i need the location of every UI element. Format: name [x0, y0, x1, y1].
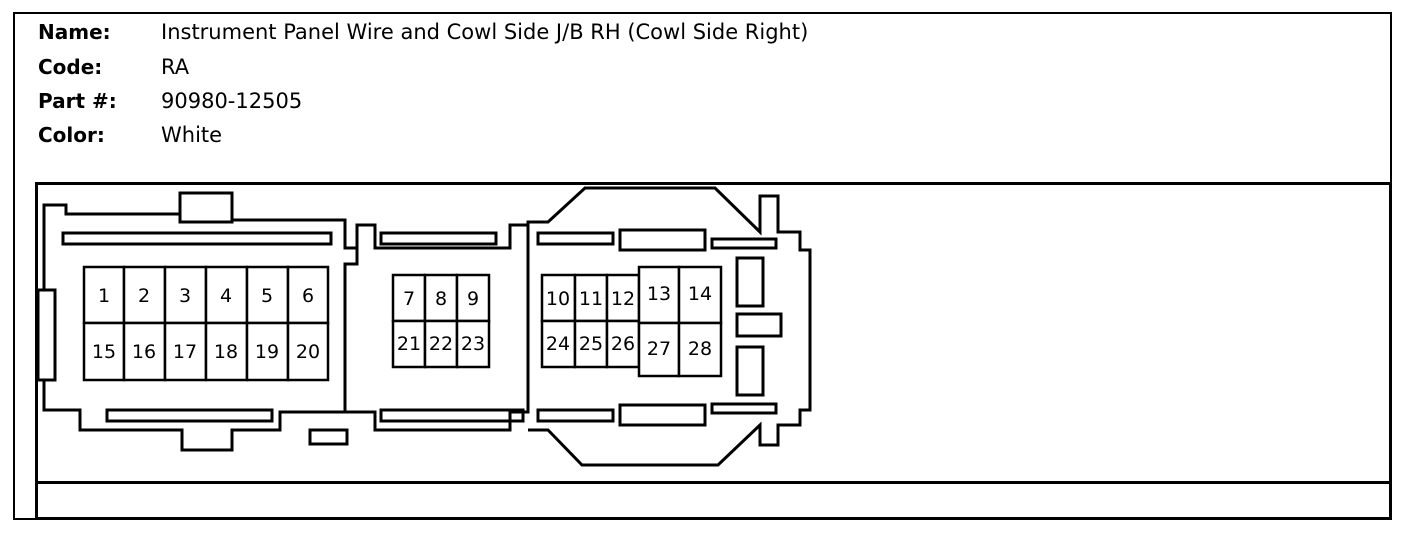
latch-bottom-left: [308, 428, 349, 446]
slot-top-right: [536, 231, 615, 246]
pin-cell-28: [677, 321, 723, 378]
key-bottom: [735, 345, 765, 397]
color-value: White: [161, 123, 223, 147]
code-label: Code:: [38, 55, 103, 79]
code-value: RA: [161, 55, 190, 79]
pin-label-4: 4: [220, 285, 232, 307]
pin-cell-4: [204, 265, 249, 325]
color-label: Color:: [38, 123, 105, 147]
pin-label-12: 12: [611, 288, 635, 310]
pin-label-27: 27: [647, 338, 671, 360]
slot-bottom-left: [105, 408, 274, 423]
key-mid: [735, 312, 783, 338]
pin-cell-7: [391, 273, 427, 323]
pin-label-16: 16: [132, 341, 156, 363]
pin-label-6: 6: [302, 285, 314, 307]
right-section: [526, 186, 812, 467]
pin-cell-24: [540, 319, 577, 369]
pin-label-8: 8: [435, 288, 447, 310]
pin-cell-22: [423, 319, 459, 369]
slot-top-left: [61, 231, 333, 246]
left-notch: [44, 288, 57, 382]
part-value: 90980-12505: [161, 89, 303, 113]
pin-cell-13: [637, 265, 681, 325]
pin-label-7: 7: [403, 288, 415, 310]
pin-label-5: 5: [261, 285, 273, 307]
pin-label-14: 14: [688, 283, 712, 305]
pin-label-9: 9: [467, 288, 479, 310]
pin-label-2: 2: [138, 285, 150, 307]
pin-label-24: 24: [546, 333, 570, 355]
pin-label-10: 10: [546, 288, 570, 310]
name-label: Name:: [38, 20, 111, 44]
slot-top-far: [710, 237, 778, 250]
pin-cell-27: [637, 321, 681, 378]
key-top: [735, 256, 765, 308]
pin-label-20: 20: [296, 341, 320, 363]
pin-label-21: 21: [397, 333, 421, 355]
pin-cell-6: [286, 265, 330, 325]
pin-label-22: 22: [429, 333, 453, 355]
pin-label-18: 18: [214, 341, 238, 363]
pin-label-1: 1: [98, 285, 110, 307]
part-label: Part #:: [38, 89, 117, 113]
footer-area: [35, 484, 1392, 520]
pin-cell-19: [245, 321, 290, 382]
pin-cell-23: [455, 319, 491, 369]
right-top-recess: [618, 228, 707, 252]
pin-cell-12: [605, 273, 641, 323]
slot-bottom-far: [710, 402, 778, 415]
pin-label-13: 13: [647, 283, 671, 305]
slot-top-mid: [379, 231, 498, 246]
pin-cell-20: [286, 321, 330, 382]
pin-label-25: 25: [579, 333, 603, 355]
right-bottom-recess: [618, 403, 707, 427]
top-tab: [178, 191, 234, 224]
slot-bottom-right: [536, 408, 615, 423]
pin-label-26: 26: [611, 333, 635, 355]
pin-label-19: 19: [255, 341, 279, 363]
pin-cell-16: [122, 321, 167, 382]
slot-bottom-mid: [379, 408, 525, 423]
pin-label-17: 17: [173, 341, 197, 363]
pin-label-11: 11: [579, 288, 603, 310]
pin-label-28: 28: [688, 338, 712, 360]
name-value: Instrument Panel Wire and Cowl Side J/B …: [161, 20, 809, 44]
pin-label-3: 3: [179, 285, 191, 307]
pin-label-15: 15: [92, 341, 116, 363]
pin-label-23: 23: [461, 333, 485, 355]
